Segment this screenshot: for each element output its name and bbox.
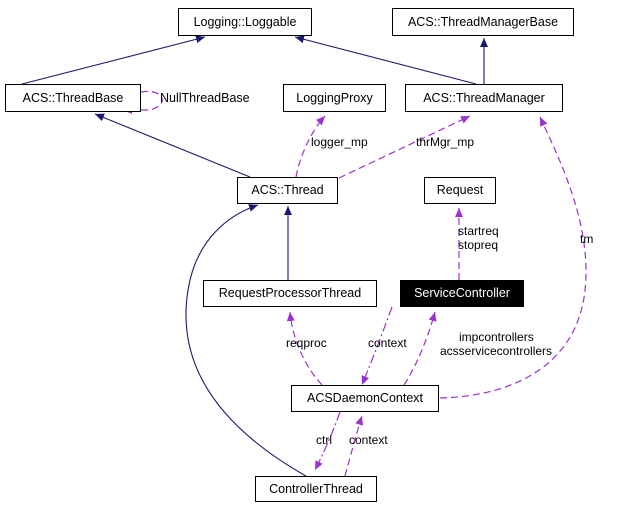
association-edges [123,90,587,477]
edge-label-context-daemon-service: context [368,336,407,350]
class-box-logging-loggable[interactable]: Logging::Loggable [178,8,312,36]
class-box-controllerthread[interactable]: ControllerThread [255,476,377,502]
class-box-request[interactable]: Request [424,177,496,204]
edge-servicecontroller-acsdaemoncontext [361,306,393,386]
edge-thread-loggingproxy [295,115,326,178]
class-label: ACS::ThreadBase [22,90,124,105]
class-box-acs-threadmanagerbase[interactable]: ACS::ThreadManagerBase [392,8,574,36]
class-box-loggingproxy[interactable]: LoggingProxy [283,84,386,112]
edge-label-stopreq: stopreq [458,238,499,252]
class-box-servicecontroller[interactable]: ServiceController [400,280,524,307]
class-label: ACS::ThreadManager [423,90,545,105]
edge-threadmanager-loggable [294,35,477,85]
class-label: ACS::ThreadManagerBase [407,14,559,29]
edge-label-impcontrollers: impcontrollers [459,330,534,344]
class-box-acs-threadbase[interactable]: ACS::ThreadBase [5,84,141,112]
edge-acsdaemoncontext-controllerthread [314,411,341,471]
edge-label-startreq: startreq [458,224,499,238]
edge-label-ctrl: ctrl [316,433,332,447]
edge-thread-threadmanager [338,115,471,179]
edge-label-context-controller-daemon: context [349,433,388,447]
edge-nullthreadbase-self [123,90,163,114]
class-label: Logging::Loggable [193,14,297,29]
class-label: ACS::Thread [251,183,324,198]
class-box-acsdaemoncontext[interactable]: ACSDaemonContext [291,385,439,412]
class-label: RequestProcessorThread [218,286,362,301]
edge-label-acsservicecontrollers: acsservicecontrollers [440,344,553,358]
class-label: ACSDaemonContext [306,391,424,406]
class-box-acs-thread[interactable]: ACS::Thread [237,177,338,204]
edge-label-logger-mp: logger_mp [311,135,368,149]
edge-label-thrmgr-mp: thrMgr_mp [416,135,475,149]
edge-acsdaemoncontext-threadmanager [439,116,587,399]
label-nullthreadbase: NullThreadBase [160,91,250,105]
edge-threadbase-loggable [21,35,206,85]
edge-label-tm: tm [580,232,594,246]
class-box-requestprocessorthread[interactable]: RequestProcessorThread [203,280,377,307]
class-label: LoggingProxy [296,90,373,105]
class-box-acs-threadmanager[interactable]: ACS::ThreadManager [405,84,563,112]
class-label: ServiceController [414,286,510,301]
edge-controllerthread-thread [185,204,307,477]
class-label: ControllerThread [269,481,363,496]
inheritance-edges [21,35,488,477]
class-label: Request [436,183,484,198]
edge-acsdaemoncontext-servicecontroller [403,311,437,386]
edge-label-reqproc: reqproc [286,336,327,350]
edge-controllerthread-acsdaemoncontext [344,415,363,477]
edge-thread-threadbase [94,113,251,178]
